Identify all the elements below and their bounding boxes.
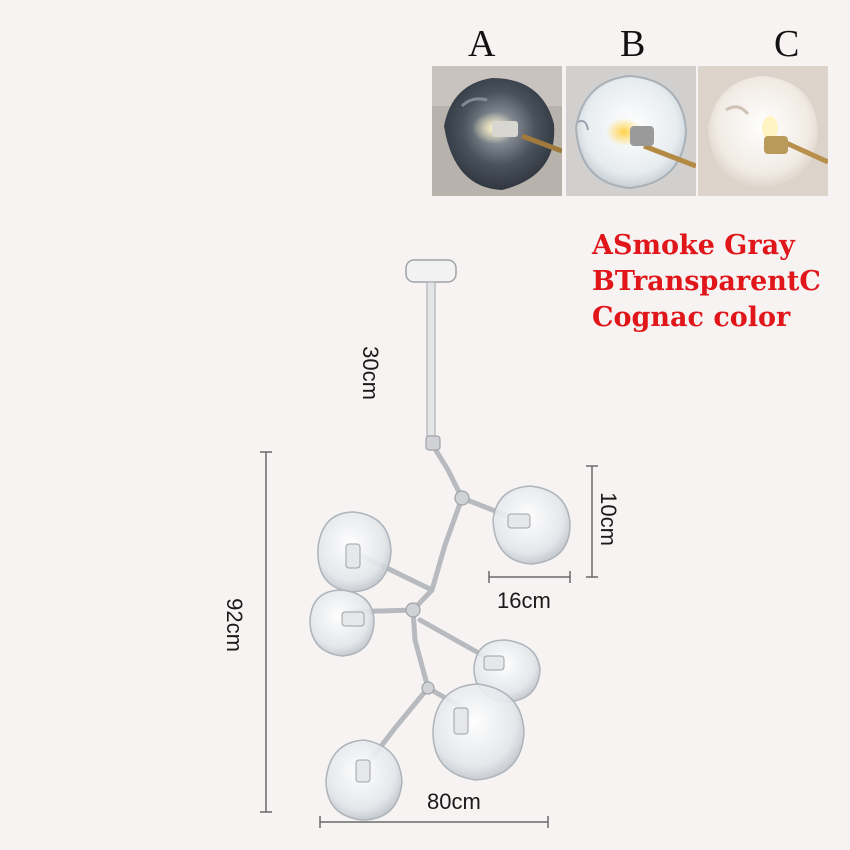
option-a-smoke-gray-photo: [432, 66, 562, 196]
glass-color-legend: ASmoke Gray BTransparentC Cognac color: [592, 228, 821, 336]
option-b-letter: B: [620, 23, 646, 65]
globe-height-label: 10cm: [596, 492, 621, 546]
total-width-label: 80cm: [427, 789, 481, 814]
legend-line-3: Cognac color: [592, 302, 791, 333]
dimension-lines: [260, 451, 598, 828]
total-height-label: 92cm: [222, 598, 247, 652]
option-b-transparent-photo: [566, 66, 696, 196]
rod-length-label: 30cm: [358, 346, 383, 400]
bulb-sockets: [341, 513, 531, 783]
legend-line-1: ASmoke Gray: [592, 230, 795, 261]
globe-width-label: 16cm: [497, 588, 551, 613]
legend-line-2: BTransparentC: [592, 266, 821, 297]
option-c-letter: C: [774, 23, 800, 65]
option-a-letter: A: [468, 23, 496, 65]
frame-joints: [405, 435, 470, 695]
ceiling-canopy: [405, 259, 457, 443]
option-c-cognac-photo: [698, 66, 828, 196]
glass-globes: [309, 485, 571, 821]
